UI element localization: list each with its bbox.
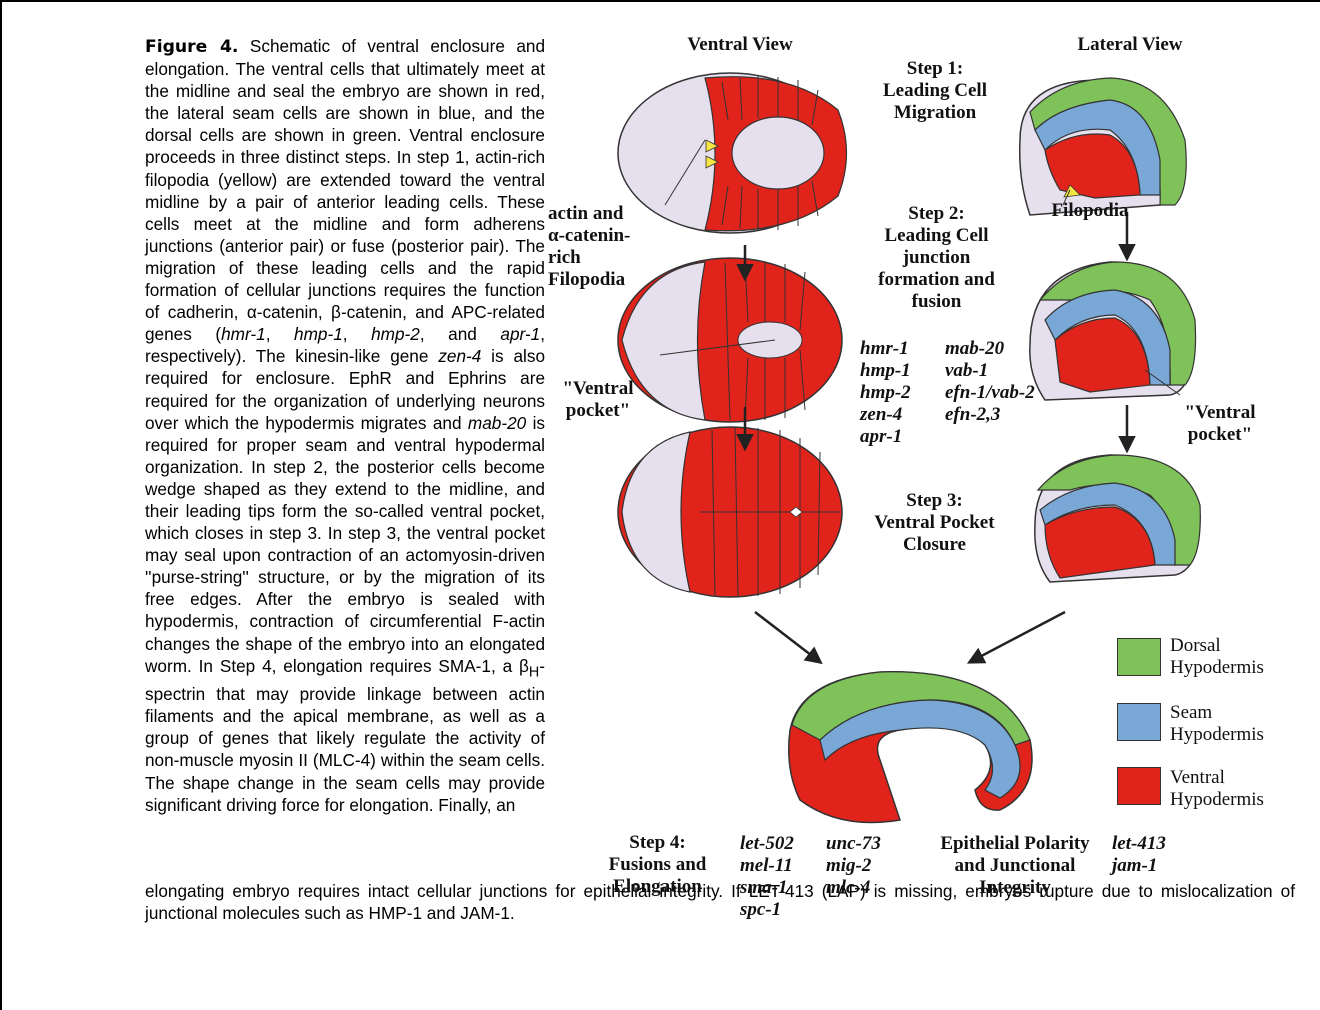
step1-label: Step 1: Leading Cell Migration	[855, 58, 1015, 124]
ventral-pocket-label-left: "Ventral pocket"	[548, 378, 648, 422]
legend-label-dorsal: Dorsal Hypodermis	[1170, 635, 1264, 679]
step3-line: Ventral Pocket	[852, 512, 1017, 534]
legend-line: Hypodermis	[1170, 657, 1264, 679]
gene-name: sma-1	[740, 877, 794, 899]
elongated-embryo	[789, 672, 1032, 823]
step2-line: fusion	[849, 291, 1024, 313]
vp-line: "Ventral	[1165, 402, 1275, 424]
gene-name: let-502	[740, 833, 794, 855]
actin-line: α-catenin-	[548, 225, 653, 247]
lateral-embryo-step1	[1020, 78, 1187, 215]
legend-label-seam: Seam Hypodermis	[1170, 702, 1264, 746]
legend-line: Ventral	[1170, 767, 1264, 789]
step2-genes-col2: mab-20 vab-1 efn-1/vab-2 efn-2,3	[945, 338, 1035, 426]
step4-line: Step 4:	[595, 832, 720, 854]
step2-line: Leading Cell	[849, 225, 1024, 247]
step1-line: Migration	[855, 102, 1015, 124]
gene-name: spc-1	[740, 899, 794, 921]
lateral-embryo-step2	[1030, 262, 1196, 400]
legend-line: Hypodermis	[1170, 789, 1264, 811]
gene-name: efn-1/vab-2	[945, 382, 1035, 404]
step4-line: Fusions and	[595, 854, 720, 876]
epi-line: Epithelial Polarity	[920, 833, 1110, 855]
vp-line: pocket"	[1165, 424, 1275, 446]
lateral-embryo-step3	[1035, 455, 1200, 582]
step1-line: Leading Cell	[855, 80, 1015, 102]
step2-label: Step 2: Leading Cell junction formation …	[849, 203, 1024, 313]
gene-name: vab-1	[945, 360, 1035, 382]
ventral-embryo-step3	[618, 427, 842, 597]
vp-line: "Ventral	[548, 378, 648, 400]
step3-line: Step 3:	[852, 490, 1017, 512]
gene-name: hmp-1	[860, 360, 911, 382]
legend-swatch-dorsal	[1117, 638, 1161, 676]
vp-line: pocket"	[548, 400, 648, 422]
legend-line: Hypodermis	[1170, 724, 1264, 746]
gene-name: hmp-2	[860, 382, 911, 404]
epithelial-integrity-label: Epithelial Polarity and Junctional Integ…	[920, 833, 1110, 899]
step3-label: Step 3: Ventral Pocket Closure	[852, 490, 1017, 556]
gene-name: apr-1	[860, 426, 911, 448]
legend-line: Dorsal	[1170, 635, 1264, 657]
step2-line: Step 2:	[849, 203, 1024, 225]
gene-name: mlc-4	[826, 877, 881, 899]
step4-genes-col2: unc-73 mig-2 mlc-4	[826, 833, 881, 899]
gene-name: zen-4	[860, 404, 911, 426]
actin-line: rich	[548, 247, 653, 269]
step4-label: Step 4: Fusions and Elongation	[595, 832, 720, 898]
step2-line: junction	[849, 247, 1024, 269]
step4-genes-col1: let-502 mel-11 sma-1 spc-1	[740, 833, 794, 921]
ventral-view-title: Ventral View	[650, 34, 830, 56]
epi-line: and Junctional	[920, 855, 1110, 877]
step2-genes-col1: hmr-1 hmp-1 hmp-2 zen-4 apr-1	[860, 338, 911, 448]
gene-name: unc-73	[826, 833, 881, 855]
gene-name: mel-11	[740, 855, 794, 877]
ventral-pocket-label-right: "Ventral pocket"	[1165, 402, 1275, 446]
gene-name: jam-1	[1112, 855, 1166, 877]
gene-name: hmr-1	[860, 338, 911, 360]
step2-line: formation and	[849, 269, 1024, 291]
legend-swatch-ventral	[1117, 767, 1161, 805]
legend-label-ventral: Ventral Hypodermis	[1170, 767, 1264, 811]
step4-line: Elongation	[595, 876, 720, 898]
filopodia-label: Filopodia	[1035, 200, 1145, 222]
gene-name: mab-20	[945, 338, 1035, 360]
actin-line: Filopodia	[548, 269, 653, 291]
legend-line: Seam	[1170, 702, 1264, 724]
epi-line: Integrity	[920, 877, 1110, 899]
gene-name: efn-2,3	[945, 404, 1035, 426]
legend-swatch-seam	[1117, 703, 1161, 741]
epithelial-genes: let-413 jam-1	[1112, 833, 1166, 877]
step3-line: Closure	[852, 534, 1017, 556]
step1-line: Step 1:	[855, 58, 1015, 80]
gene-name: let-413	[1112, 833, 1166, 855]
actin-line: actin and	[548, 203, 653, 225]
gene-name: mig-2	[826, 855, 881, 877]
actin-filopodia-label: actin and α-catenin- rich Filopodia	[548, 203, 653, 291]
lateral-view-title: Lateral View	[1040, 34, 1220, 56]
